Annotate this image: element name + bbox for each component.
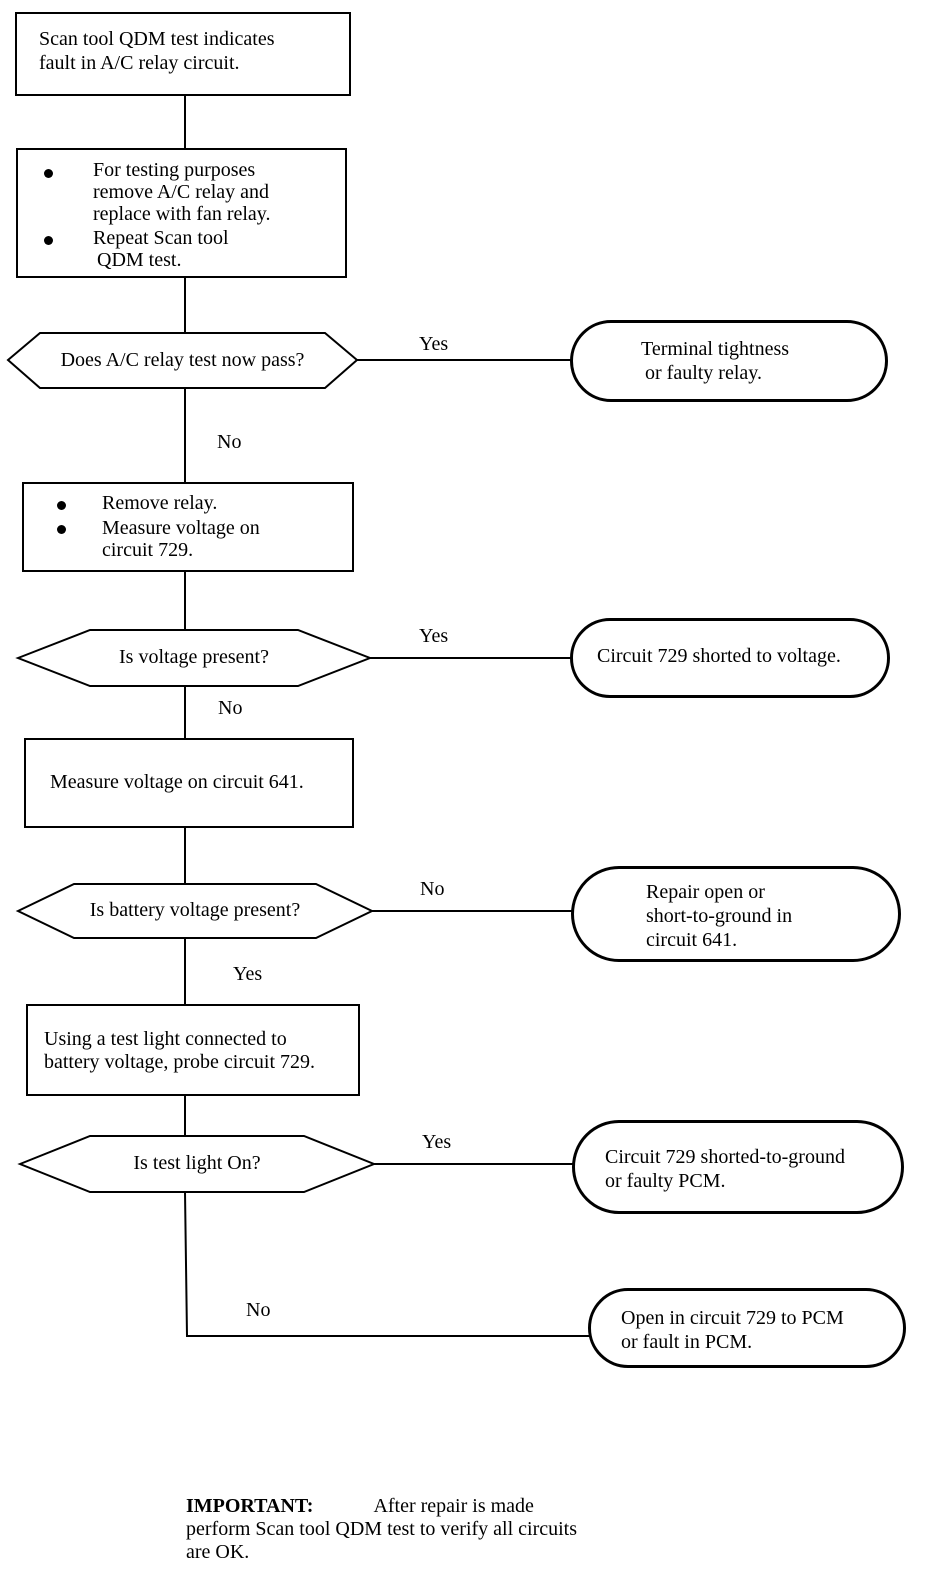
step2-bullet2-line2: circuit 729. <box>102 539 194 561</box>
decision2-yes-result-text: Circuit 729 shorted to voltage. <box>597 645 841 667</box>
decision3-yes-label: Yes <box>233 963 263 985</box>
decision3-no-result: Repair open or short-to-ground in circui… <box>571 866 901 962</box>
decision3-question: Is battery voltage present? <box>89 899 301 921</box>
decision4-question: Is test light On? <box>133 1152 261 1174</box>
step4-line1: Using a test light connected to <box>44 1028 287 1050</box>
step1-bullet2-line1: Repeat Scan tool <box>93 227 229 249</box>
decision4-no-label: No <box>246 1299 271 1321</box>
step1-bullet2-line2: QDM test. <box>97 249 182 271</box>
decision1-question: Does A/C relay test now pass? <box>60 349 305 371</box>
decision4-yes-label: Yes <box>422 1131 452 1153</box>
important-note-line2: perform Scan tool QDM test to verify all… <box>186 1518 578 1540</box>
decision3-no-result-line3: circuit 641. <box>646 929 738 951</box>
decision1-yes-result-line1: Terminal tightness <box>641 338 790 360</box>
decision3-no-label: No <box>420 878 445 900</box>
step1-bullet1-line3: replace with fan relay. <box>93 203 271 225</box>
decision2-no-label: No <box>218 697 243 719</box>
step3-box: Measure voltage on circuit 641. <box>24 738 354 828</box>
step1-box: For testing purposes remove A/C relay an… <box>16 148 347 278</box>
step1-bullet1-line2: remove A/C relay and <box>93 181 270 203</box>
decision2-diamond <box>15 629 373 687</box>
decision1-diamond <box>6 332 359 389</box>
bullet-icon <box>44 169 53 178</box>
step4-box: Using a test light connected to battery … <box>26 1004 360 1096</box>
decision3-no-result-line1: Repair open or <box>646 881 765 903</box>
decision3-no-result-line2: short-to-ground in <box>646 905 793 927</box>
decision4-no-result-line1: Open in circuit 729 to PCM <box>621 1307 844 1329</box>
step4-line2: battery voltage, probe circuit 729. <box>44 1051 316 1073</box>
step2-box: Remove relay. Measure voltage on circuit… <box>22 482 354 572</box>
important-note-line1: After repair is made <box>373 1495 534 1517</box>
decision4-no-result: Open in circuit 729 to PCM or fault in P… <box>588 1288 906 1368</box>
decision1-yes-result: Terminal tightness or faulty relay. <box>570 320 888 402</box>
decision4-yes-result-line1: Circuit 729 shorted-to-ground <box>605 1146 845 1168</box>
step2-bullet2-line1: Measure voltage on <box>102 517 260 539</box>
decision2-question: Is voltage present? <box>119 646 269 668</box>
decision4-diamond <box>17 1135 377 1193</box>
step2-bullet1: Remove relay. <box>102 492 218 514</box>
start-box-line1: Scan tool QDM test indicates <box>39 28 275 50</box>
connector-decision4-no <box>184 1191 590 1337</box>
decision4-yes-result-line2: or faulty PCM. <box>605 1170 726 1192</box>
start-box: Scan tool QDM test indicates fault in A/… <box>15 12 351 96</box>
step1-bullet1-line1: For testing purposes <box>93 159 256 181</box>
step3-text: Measure voltage on circuit 641. <box>50 771 304 793</box>
bullet-icon <box>44 236 53 245</box>
start-box-line2: fault in A/C relay circuit. <box>39 52 240 74</box>
important-note: IMPORTANT: After repair is made perform S… <box>186 1495 577 1564</box>
important-heading: IMPORTANT: <box>186 1495 314 1517</box>
decision4-no-result-line2: or fault in PCM. <box>621 1331 753 1353</box>
decision1-no-label: No <box>217 431 242 453</box>
important-note-line3: are OK. <box>186 1541 250 1563</box>
important-note-first-line: IMPORTANT: After repair is made <box>186 1495 577 1518</box>
decision4-yes-result: Circuit 729 shorted-to-ground or faulty … <box>572 1120 904 1214</box>
decision2-yes-result: Circuit 729 shorted to voltage. <box>570 618 890 698</box>
bullet-icon <box>57 525 66 534</box>
decision1-yes-label: Yes <box>419 333 449 355</box>
decision3-diamond <box>15 883 375 939</box>
decision1-yes-result-line2: or faulty relay. <box>645 362 762 384</box>
decision2-yes-label: Yes <box>419 625 449 647</box>
bullet-icon <box>57 501 66 510</box>
